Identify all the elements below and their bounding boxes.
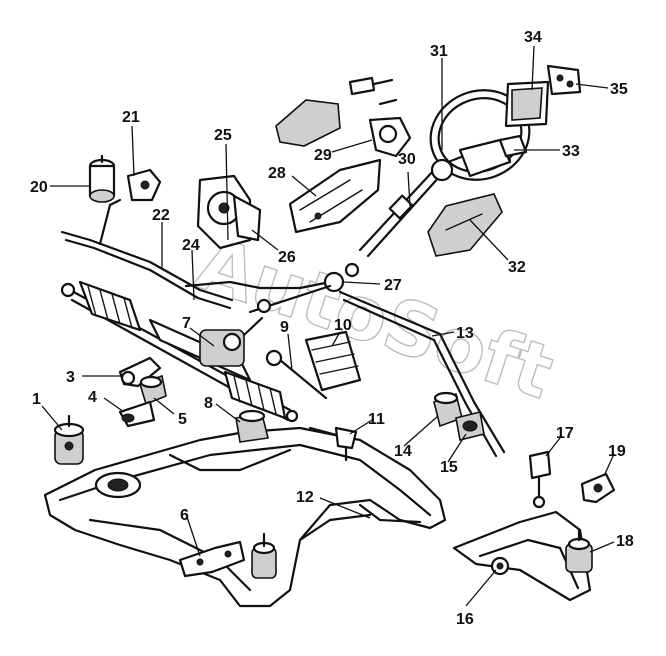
callout-6: 6 [180, 507, 189, 524]
steering-wheel-31 [429, 89, 531, 182]
callout-16: 16 [456, 611, 474, 628]
boot-10 [304, 330, 362, 392]
callout-28: 28 [268, 165, 286, 182]
callout-20: 20 [30, 179, 48, 196]
callout-14: 14 [394, 443, 412, 460]
link-17 [528, 450, 552, 509]
callout-27: 27 [384, 277, 402, 294]
bushing-19 [580, 472, 616, 504]
switch-35 [546, 64, 582, 96]
column-housing-28 [288, 158, 382, 234]
tie-rod-9 [265, 349, 328, 400]
callout-4: 4 [88, 389, 97, 406]
callout-12: 12 [296, 489, 314, 506]
callout-32: 32 [508, 259, 526, 276]
leader-lines [41, 45, 615, 607]
horn-pad-33 [498, 134, 528, 158]
bracket-21 [126, 168, 162, 202]
pipe-23 [98, 198, 122, 246]
callout-19: 19 [608, 443, 626, 460]
callout-30: 30 [398, 151, 416, 168]
mount-8 [235, 409, 269, 443]
key-29 [348, 76, 398, 106]
control-arm-16 [452, 510, 592, 602]
bushing-4 [118, 400, 156, 428]
callouts: 1 2 3 4 5 6 7 8 9 10 11 12 13 14 15 16 1… [30, 29, 634, 628]
callout-17: 17 [556, 425, 574, 442]
engine-mount-1 [53, 414, 85, 465]
callout-3: 3 [66, 369, 75, 386]
mount-6 [251, 532, 277, 579]
pad-34 [504, 80, 550, 128]
ball-joint-18 [565, 528, 593, 573]
callout-34: 34 [524, 29, 542, 46]
callout-26: 26 [278, 249, 296, 266]
callout-9: 9 [280, 319, 289, 336]
callout-22: 22 [152, 207, 170, 224]
callout-33: 33 [562, 143, 580, 160]
callout-10: 10 [334, 317, 352, 334]
callout-31: 31 [430, 43, 448, 60]
callout-15: 15 [440, 459, 458, 476]
steering-shaft-30 [358, 168, 442, 258]
callout-11: 11 [368, 411, 385, 428]
subframe [43, 426, 447, 608]
reservoir-20 [88, 154, 116, 203]
bushing-5 [139, 374, 167, 406]
hose-24 [184, 280, 332, 290]
callout-21: 21 [122, 109, 140, 126]
shroud [275, 99, 341, 147]
ignition-switch-29 [368, 116, 412, 158]
callout-7: 7 [182, 315, 191, 332]
callout-1: 1 [32, 391, 41, 408]
pinion-valve-7 [199, 316, 264, 367]
bracket-26 [232, 194, 262, 242]
bushing-15 [455, 411, 485, 441]
callout-8: 8 [204, 395, 213, 412]
callout-5: 5 [178, 411, 187, 428]
bracket-6 [178, 540, 246, 578]
callout-35: 35 [610, 81, 628, 98]
callout-25: 25 [214, 127, 232, 144]
universal-joint-27 [248, 262, 360, 314]
callout-24: 24 [182, 237, 200, 254]
callout-13: 13 [456, 325, 474, 342]
cover-32 [427, 193, 503, 257]
hose-22 [60, 230, 234, 310]
callout-18: 18 [616, 533, 634, 550]
callout-29: 29 [314, 147, 332, 164]
